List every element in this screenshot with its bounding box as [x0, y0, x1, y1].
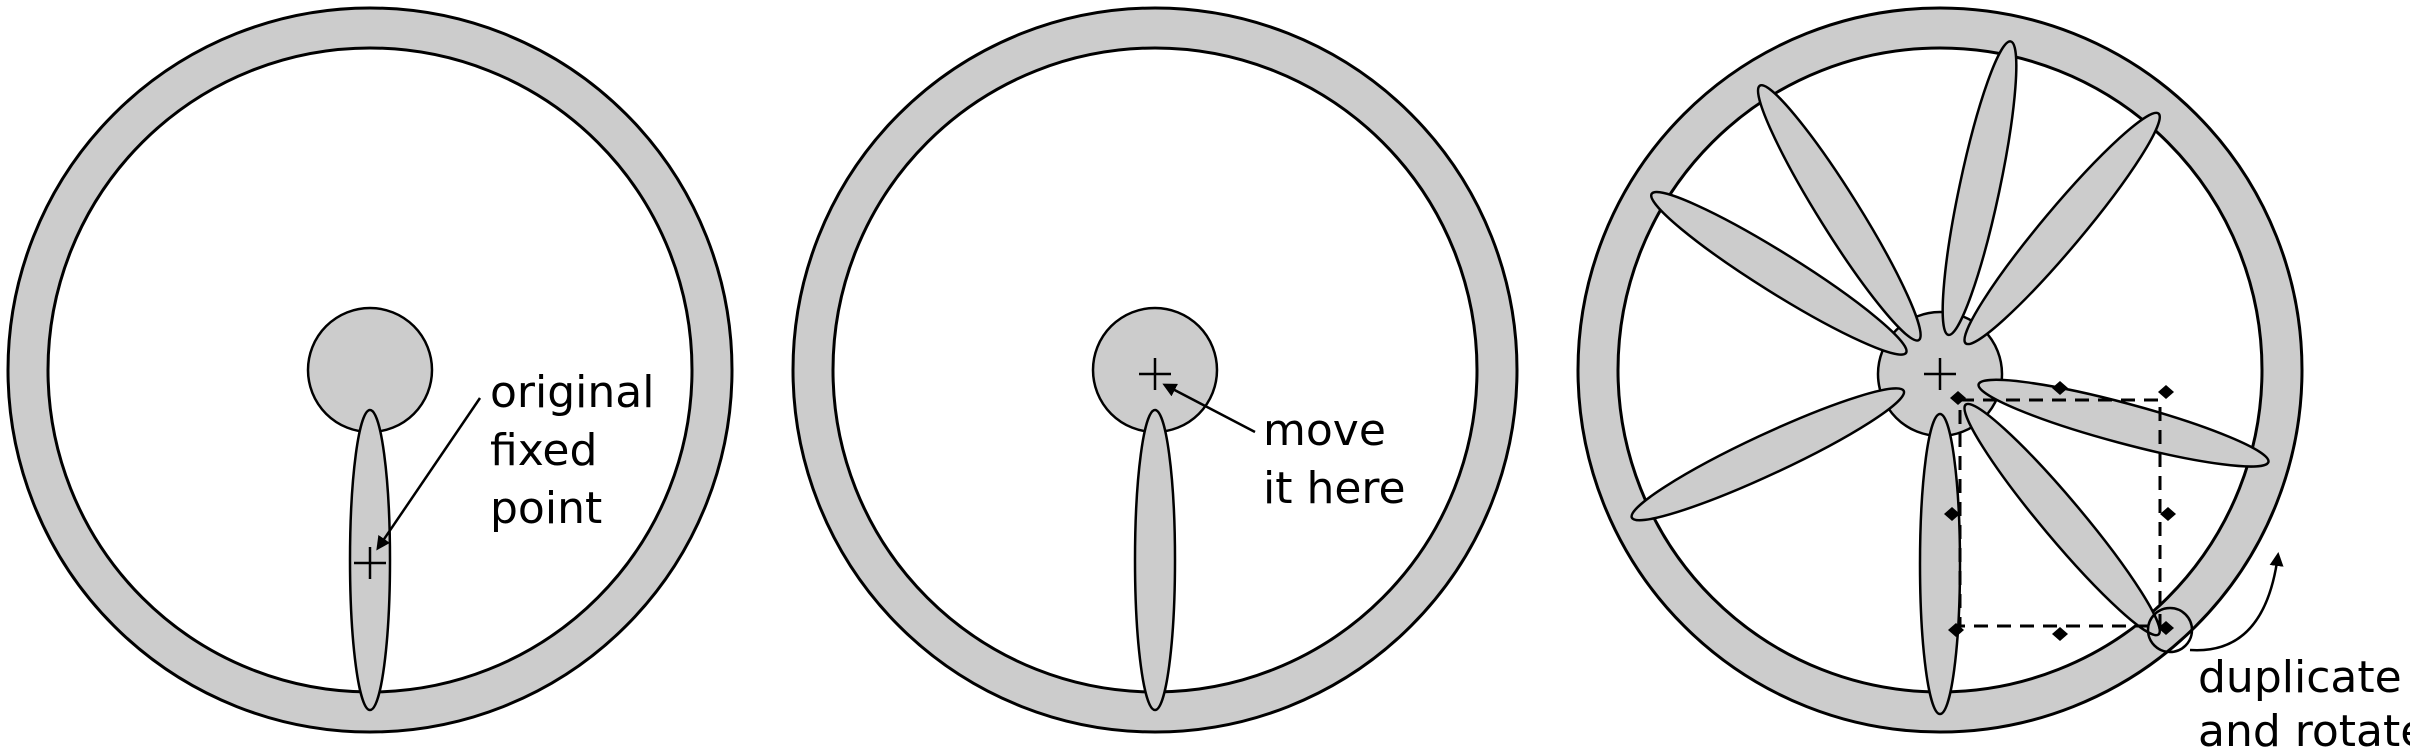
selection-handle-6[interactable] [1948, 623, 1964, 637]
selection-handle-3[interactable] [2158, 385, 2174, 399]
petal-copy-8 [1630, 387, 1906, 522]
pointer-arrow [376, 397, 482, 551]
petal-copy-3 [1977, 378, 2270, 468]
pointer-arrow [1162, 383, 1256, 434]
new-fixed-point-crosshair [1139, 358, 1171, 390]
label-line-2: it here [1263, 463, 1406, 514]
selection-handle-7[interactable] [2052, 627, 2068, 641]
label-line-3: point [490, 483, 602, 534]
rotated-petals [1630, 40, 2270, 716]
selection-handles [1944, 381, 2176, 641]
petal-copy-4 [1963, 111, 2162, 346]
spoke-petal [1133, 408, 1177, 712]
fixed-point-crosshair [354, 547, 386, 579]
panel-original: original fixed point [6, 6, 734, 734]
panel-move: move it here [791, 6, 1519, 734]
rotation-center-crosshair [1924, 358, 1956, 390]
selection-handle-8[interactable] [2158, 621, 2174, 635]
selection-bounding-box[interactable] [1958, 398, 2162, 628]
label-line-2: fixed [490, 425, 597, 476]
petal-copy-7 [1649, 190, 1908, 356]
selection-handle-5[interactable] [2160, 507, 2176, 521]
panel-duplicate-rotate: duplicate and rotate [1576, 6, 2410, 753]
selection-handle-2[interactable] [2052, 381, 2068, 395]
selection-handle-1[interactable] [1950, 391, 1966, 405]
label-line-2: and rotate [2198, 706, 2410, 753]
label-line-1: original [490, 367, 654, 418]
petal-copy-2 [1963, 402, 2162, 637]
label-line-1: duplicate [2198, 652, 2402, 703]
petal-copy-6 [1756, 83, 1922, 342]
rotation-handle-highlight[interactable] [2146, 606, 2194, 654]
petal-copy-1 [1918, 412, 1962, 716]
petal-copy-5 [1941, 40, 2018, 337]
selection-handle-4[interactable] [1944, 507, 1960, 521]
rotate-arrow [2189, 552, 2284, 652]
label-line-1: move [1263, 405, 1386, 456]
